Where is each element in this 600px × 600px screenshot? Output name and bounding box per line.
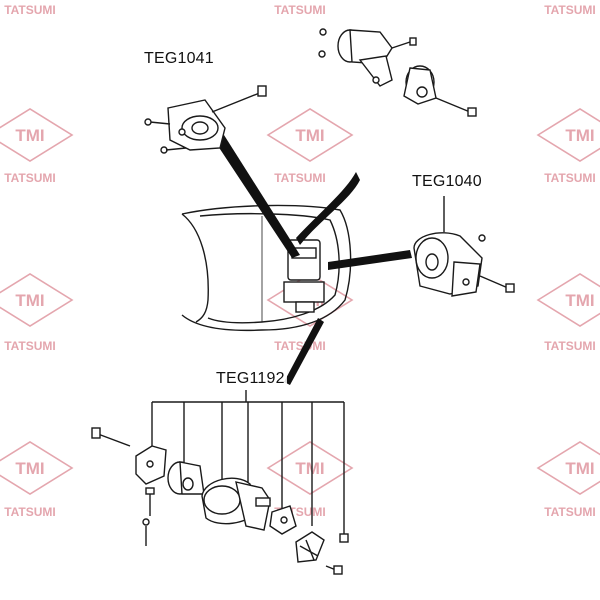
pointer-teg1192 xyxy=(284,318,324,385)
watermark-diamond xyxy=(0,273,74,327)
watermark-logo-text: TMI xyxy=(15,291,44,310)
bolt xyxy=(211,91,263,113)
watermark-brand-text: TATSUMI xyxy=(274,3,326,17)
part-label-teg1192: TEG1192 xyxy=(214,370,287,388)
mount-teg1041[interactable] xyxy=(144,85,267,154)
part-label-teg1040: TEG1040 xyxy=(410,173,484,191)
watermark-brand-text: TATSUMI xyxy=(4,171,56,185)
watermark-logo-text: TMI xyxy=(295,126,324,145)
watermark-logo-text: TMI xyxy=(565,459,594,478)
mount-top-right xyxy=(318,28,477,117)
watermark-brand-text: TATSUMI xyxy=(544,505,596,519)
pointer-lines xyxy=(214,135,412,385)
watermark-brand-text: TATSUMI xyxy=(4,339,56,353)
watermark-logo-text: TMI xyxy=(15,126,44,145)
watermark-brand-text: TATSUMI xyxy=(4,505,56,519)
watermark-logo-text: TMI xyxy=(15,459,44,478)
pointer-teg1041 xyxy=(214,135,300,258)
label-leader-teg1192 xyxy=(151,390,345,534)
bolt-head xyxy=(257,85,267,97)
watermark-brand-text: TATSUMI xyxy=(274,171,326,185)
watermark-brand-text: TATSUMI xyxy=(544,3,596,17)
watermark-logo-text: TMI xyxy=(565,291,594,310)
part-label-teg1041: TEG1041 xyxy=(142,50,216,68)
watermark-diamond xyxy=(266,108,354,162)
watermark-brand-text: TATSUMI xyxy=(274,339,326,353)
watermark-diamond xyxy=(536,273,600,327)
watermark-diamond xyxy=(0,108,74,162)
mount-teg1040[interactable] xyxy=(413,196,515,297)
watermark-diamond xyxy=(536,441,600,495)
mount-teg1192[interactable] xyxy=(91,390,349,575)
watermark-diamond xyxy=(0,441,74,495)
pointer-upper xyxy=(296,172,360,245)
watermark-brand-text: TATSUMI xyxy=(544,339,596,353)
pointer-teg1040 xyxy=(328,250,412,270)
watermark-logo-text: TMI xyxy=(565,126,594,145)
watermark-diamond xyxy=(536,108,600,162)
watermark-brand-text: TATSUMI xyxy=(544,171,596,185)
watermark-logo-text: TMI xyxy=(295,459,324,478)
watermark-brand-text: TATSUMI xyxy=(4,3,56,17)
vehicle-outline xyxy=(181,204,352,332)
watermark-diamond xyxy=(266,441,354,495)
